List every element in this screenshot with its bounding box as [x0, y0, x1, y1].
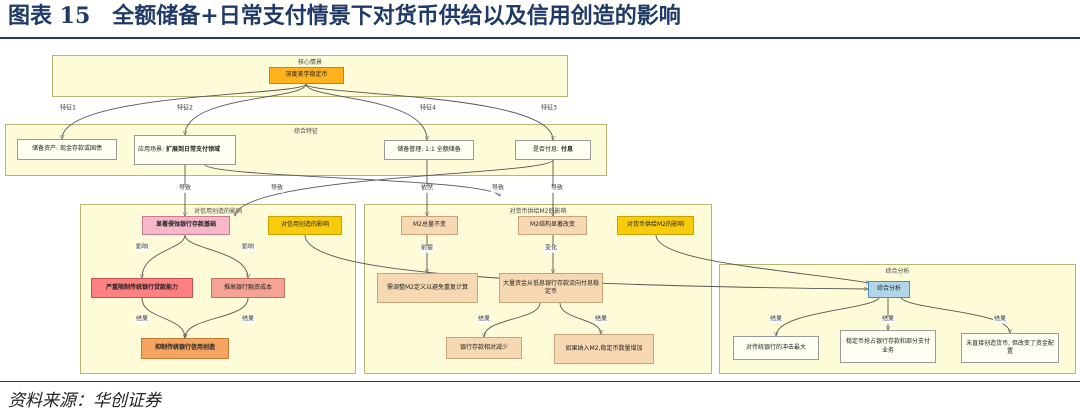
node-feature-use-case: 应用场景: 扩展到日常支付领域 — [134, 135, 236, 165]
node-feature-use-case-prefix: 应用场景: — [138, 145, 166, 153]
edge-core-f4 — [305, 83, 427, 140]
node-analysis-stablecoin-share: 稳定币抢占银行存款和部分支付业务 — [840, 330, 936, 363]
edge-label-lead-c: 导致 — [490, 184, 506, 193]
edge-label-premise: 前提 — [419, 244, 435, 253]
title-rule — [0, 37, 1080, 39]
edge-analysis-1 — [776, 295, 881, 336]
group-credit-label: 对信用创造的影响 — [193, 208, 242, 215]
node-analysis-bank-impact: 对传统银行的冲击最大 — [733, 336, 819, 360]
edge-credit-main-left — [142, 234, 186, 278]
edge-label-lead-d: 导致 — [549, 184, 565, 193]
node-m2-redefine: 需调整M2定义以避免重复计算 — [377, 273, 478, 303]
node-m2-structure-change: M2结构显著改变 — [518, 216, 587, 235]
edge-analysis-3 — [899, 295, 1010, 333]
node-m2-tag: 对货币供给M2的影响 — [617, 216, 694, 235]
source-note: 资料来源：华创证券 — [8, 391, 161, 411]
edge-label-result-m2: 结果 — [593, 315, 609, 324]
node-feature-interest-prefix: 是否付息: — [533, 145, 561, 153]
node-feature-use-case-bold: 扩展到日常支付领域 — [165, 145, 220, 153]
edge-credit-main-right — [184, 234, 248, 278]
edge-label-change: 变化 — [543, 244, 559, 253]
edge-label-lead-a: 导致 — [177, 184, 193, 193]
source-rule — [0, 381, 1080, 382]
edge-core-f3 — [305, 83, 553, 140]
edge-label-result-a3: 结果 — [992, 315, 1008, 324]
edge-m2-tag-analysis — [655, 234, 870, 283]
node-credit-erode-deposits: 显著侵蚀银行存款基础 — [142, 216, 230, 235]
edge-core-f1 — [62, 83, 307, 139]
edge-label-result-right: 结果 — [240, 315, 256, 324]
edge-credit-right-bottom — [185, 297, 249, 338]
edge-label-result-m1: 结果 — [476, 315, 492, 324]
node-analysis-capital-allocation: 未直接创造货币, 但改变了资金配置 — [961, 333, 1059, 363]
node-feature-reserve-mgmt: 储备管理: 1:1 全额储备 — [384, 140, 474, 160]
node-m2-stablecoin-increase: 如果纳入M2,稳定币数量增加 — [554, 334, 654, 364]
edge-label-feature-4: 特征4 — [419, 104, 437, 113]
edge-core-f2 — [185, 83, 307, 135]
edge-label-feature-1: 特征1 — [59, 104, 77, 113]
edge-label-lead-b: 导致 — [269, 184, 285, 193]
node-m2-capital-shift: 大量资金从低息银行存款流向付息稳定币 — [499, 273, 603, 303]
group-features-label: 综合特征 — [293, 128, 318, 135]
node-feature-reserve-asset: 储备资产: 现金存款或国债 — [17, 139, 117, 160]
edge-f3-credit-main — [235, 159, 554, 216]
edge-label-affect-left: 影响 — [134, 243, 150, 252]
node-m2-deposit-decrease: 银行存款相对减少 — [446, 337, 522, 359]
node-m2-total-unchanged: M2总量不变 — [401, 216, 458, 235]
node-feature-interest: 是否付息: 付息 — [515, 140, 591, 160]
node-core-scenario: 深度美学稳定币 — [269, 67, 344, 84]
node-analysis-main: 综合分析 — [868, 281, 910, 298]
edge-label-result-a1: 结果 — [768, 315, 784, 324]
edge-label-result-left: 结果 — [134, 315, 150, 324]
edge-label-affect-right: 影响 — [240, 243, 256, 252]
edge-m2-shift-deposit — [484, 302, 541, 337]
figure-title: 图表 15 全额储备+日常支付情景下对货币供给以及信用创造的影响 — [8, 3, 681, 29]
edge-m2-shift-count — [559, 302, 601, 334]
group-analysis-label: 综合分析 — [885, 268, 910, 275]
edge-label-result-a2: 结果 — [880, 315, 896, 324]
edge-credit-left-bottom — [141, 297, 185, 338]
node-credit-tag: 对信用创造的影响 — [268, 216, 342, 235]
edge-label-still: 依然 — [419, 184, 435, 193]
node-credit-raise-funding-cost: 推高银行融资成本 — [211, 278, 285, 298]
edge-f2-shift — [204, 164, 500, 196]
edge-label-feature-3: 特征3 — [540, 104, 558, 113]
node-credit-suppress-creation: 抑制传统银行信用创造 — [141, 338, 229, 359]
edge-label-feature-2: 特征2 — [176, 104, 194, 113]
node-feature-interest-bold: 付息 — [560, 145, 573, 153]
group-m2-label: 对货币供给M2的影响 — [509, 208, 567, 215]
node-credit-limit-lending: 严重限制传统银行贷款能力 — [91, 278, 193, 298]
group-core-label: 核心情景 — [297, 59, 322, 66]
